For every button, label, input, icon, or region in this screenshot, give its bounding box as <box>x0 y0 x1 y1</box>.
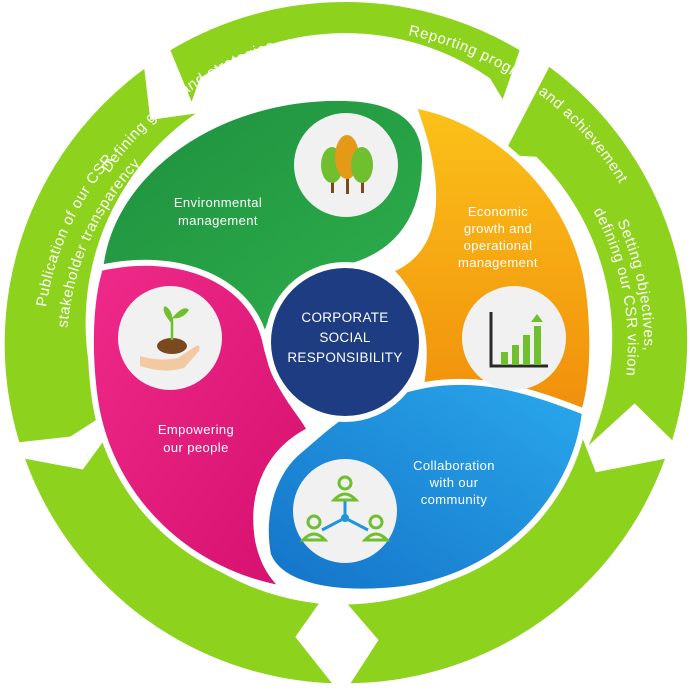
economic-line-2: growth and <box>464 221 532 236</box>
environmental-line-2: management <box>178 213 258 228</box>
center-line-2: SOCIAL <box>319 330 371 345</box>
seedling-hand-icon <box>118 286 222 390</box>
outer-cycle-ring <box>4 1 688 684</box>
ring-segment-strategies <box>347 436 665 684</box>
center-line-3: RESPONSIBILITY <box>287 350 402 365</box>
empowering-line-1: Empowering <box>158 422 234 437</box>
economic-line-4: management <box>458 255 538 270</box>
ring-segment-objectives <box>503 66 688 446</box>
collaboration-line-3: community <box>421 492 488 507</box>
environmental-line-1: Environmental <box>174 195 262 210</box>
center-line-1: CORPORATE <box>301 310 388 325</box>
ring-segment-reporting <box>25 436 332 684</box>
trees-icon <box>294 113 398 217</box>
bar-chart-icon <box>462 286 566 390</box>
collaboration-line-2: with our <box>429 475 479 490</box>
center-circle <box>271 268 419 416</box>
people-network-icon <box>293 459 397 563</box>
ring-segment-identify <box>170 1 520 102</box>
ring-segment-publication <box>4 68 196 443</box>
economic-line-1: Economic <box>468 204 528 219</box>
collaboration-line-1: Collaboration <box>413 458 495 473</box>
empowering-line-2: our people <box>163 440 228 455</box>
economic-line-3: operational <box>464 238 533 253</box>
